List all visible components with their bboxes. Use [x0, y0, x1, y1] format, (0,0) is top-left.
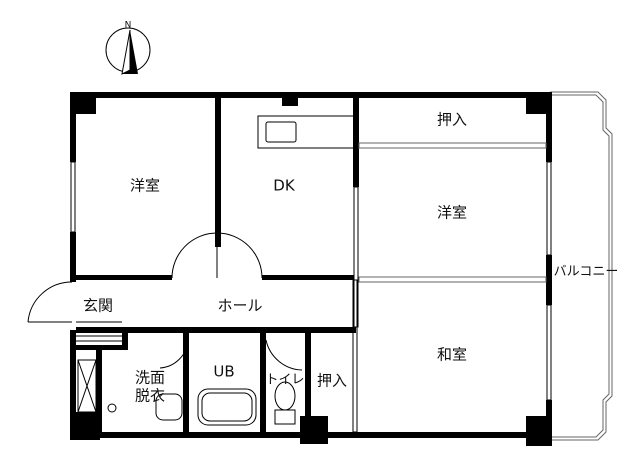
entrance-steps [76, 321, 122, 342]
north-compass-icon: N [105, 21, 151, 75]
balcony-outline [550, 91, 613, 441]
room-label-closet-top: 押入 [437, 111, 467, 129]
room-label-japanese: 和室 [437, 346, 467, 364]
room-label-dk: DK [273, 177, 296, 195]
outer-walls [70, 92, 552, 446]
room-label-toilet: トイレ [265, 373, 304, 388]
room-label-entrance: 玄関 [83, 297, 113, 315]
bathtub-icon [197, 388, 257, 426]
room-label-washroom-1: 洗面 [135, 369, 165, 387]
interior-walls [76, 92, 359, 435]
room-label-closet-bottom: 押入 [317, 372, 347, 390]
washbasin-icon [155, 393, 183, 421]
room-label-hall: ホール [217, 297, 262, 315]
room-label-western-right: 洋室 [437, 204, 467, 222]
kitchen-sink-icon [257, 115, 355, 149]
room-label-balcony: バルコニー [554, 265, 619, 280]
room-label-washroom-2: 脱衣 [135, 387, 165, 405]
north-label: N [125, 21, 132, 31]
room-label-western-left: 洋室 [130, 177, 160, 195]
toilet-icon [274, 381, 296, 425]
windows [70, 161, 552, 401]
sliding-doors [352, 142, 547, 433]
storage-closet [77, 359, 97, 413]
room-label-unit-bath: UB [213, 363, 234, 381]
